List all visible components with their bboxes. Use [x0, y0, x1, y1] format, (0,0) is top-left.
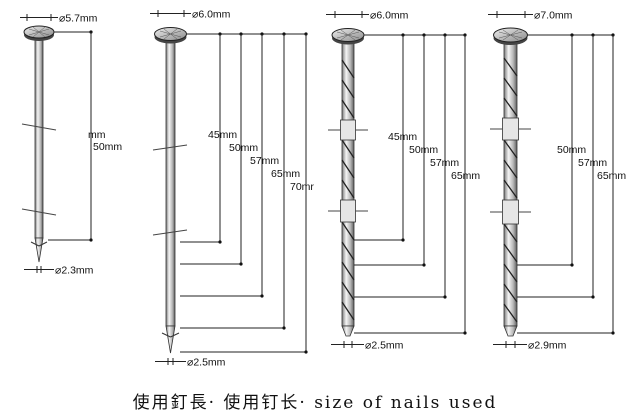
nail-1-shank-diameter-label: ⌀2.3mm: [55, 265, 94, 277]
nail-1-body: [21, 25, 57, 263]
nail-4-body: [490, 27, 531, 337]
nail-4-head-dimension: ⌀7.0mm: [488, 10, 573, 22]
nail-2-length-label-50: 50mm: [229, 142, 258, 154]
nail-2-length-label-70: 70mr: [290, 181, 314, 193]
nail-3-length-lines: 45mm 50mm 57mm 65mm: [354, 33, 480, 335]
nail-4-shank-dimension: ⌀2.9mm: [493, 340, 567, 352]
nail-2-shank-diameter-label: ⌀2.5mm: [187, 357, 226, 369]
nail-1-length-lines: mm 50mm: [48, 30, 122, 242]
nail-2-body: [152, 27, 188, 354]
nail-2-length-label-45: 45mm: [208, 129, 237, 141]
nail-3-shank-diameter-label: ⌀2.5mm: [365, 340, 404, 352]
nail-2-head-diameter-label: ⌀6.0mm: [192, 9, 231, 21]
nail-1-shank-dimension: ⌀2.3mm: [24, 265, 94, 277]
nail-1-length-label-2: 50mm: [93, 141, 122, 153]
nail-1-head-diameter-label: ⌀5.7mm: [59, 13, 98, 25]
nail-3-head-dimension: ⌀6.0mm: [326, 10, 409, 22]
nail-2-length-label-65: 65mm: [271, 168, 300, 180]
nail-4-shank-diameter-label: ⌀2.9mm: [528, 340, 567, 352]
nail-3-length-label-65: 65mm: [451, 170, 480, 182]
nail-2: ⌀6.0mm: [150, 9, 314, 369]
caption: 使用釘長· 使用钉长· size of nails used: [132, 393, 498, 413]
nail-1-head-dimension: ⌀5.7mm: [20, 13, 98, 25]
nail-4-length-label-50: 50mm: [557, 144, 586, 156]
nail-3-length-label-45: 45mm: [388, 131, 417, 143]
nail-2-head-dimension: ⌀6.0mm: [150, 9, 231, 21]
nail-2-shank-dimension: ⌀2.5mm: [155, 357, 226, 369]
nail-2-length-label-57: 57mm: [250, 155, 279, 167]
nail-4-length-label-65: 65mm: [597, 170, 626, 182]
nail-1: ⌀5.7mm mm 50mm: [20, 13, 122, 277]
nail-4-head-diameter-label: ⌀7.0mm: [534, 10, 573, 22]
nail-2-length-lines: 45mm 50mm 57mm 65mm 70mr: [180, 32, 314, 354]
nail-3-body: [328, 28, 368, 337]
nail-3: ⌀6.0mm: [326, 10, 480, 352]
nail-4-length-lines: 50mm 57mm 65mm: [517, 33, 626, 335]
nail-4: ⌀7.0mm: [488, 10, 626, 352]
nail-4-length-label-57: 57mm: [578, 157, 607, 169]
nail-3-shank-dimension: ⌀2.5mm: [331, 340, 404, 352]
nail-1-length-label-1: mm: [88, 129, 106, 141]
nail-3-length-label-57: 57mm: [430, 157, 459, 169]
nail-3-head-diameter-label: ⌀6.0mm: [370, 10, 409, 22]
nail-3-length-label-50: 50mm: [409, 144, 438, 156]
